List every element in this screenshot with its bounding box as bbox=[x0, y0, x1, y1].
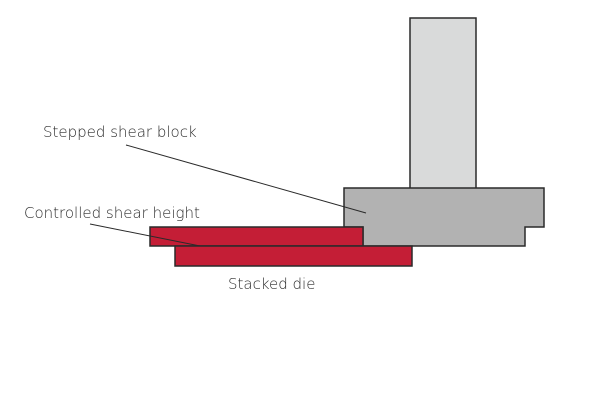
bottom-die bbox=[174, 245, 413, 267]
leader-line-shear-height bbox=[89, 223, 201, 247]
top-die bbox=[149, 226, 364, 247]
label-stepped-shear-block: Stepped shear block bbox=[43, 123, 197, 141]
shaft bbox=[409, 17, 477, 190]
stepped-shear-block bbox=[343, 187, 545, 247]
leader-line-shear-block bbox=[125, 144, 367, 214]
label-controlled-shear-height: Controlled shear height bbox=[24, 204, 200, 222]
label-stacked-die: Stacked die bbox=[228, 275, 315, 293]
